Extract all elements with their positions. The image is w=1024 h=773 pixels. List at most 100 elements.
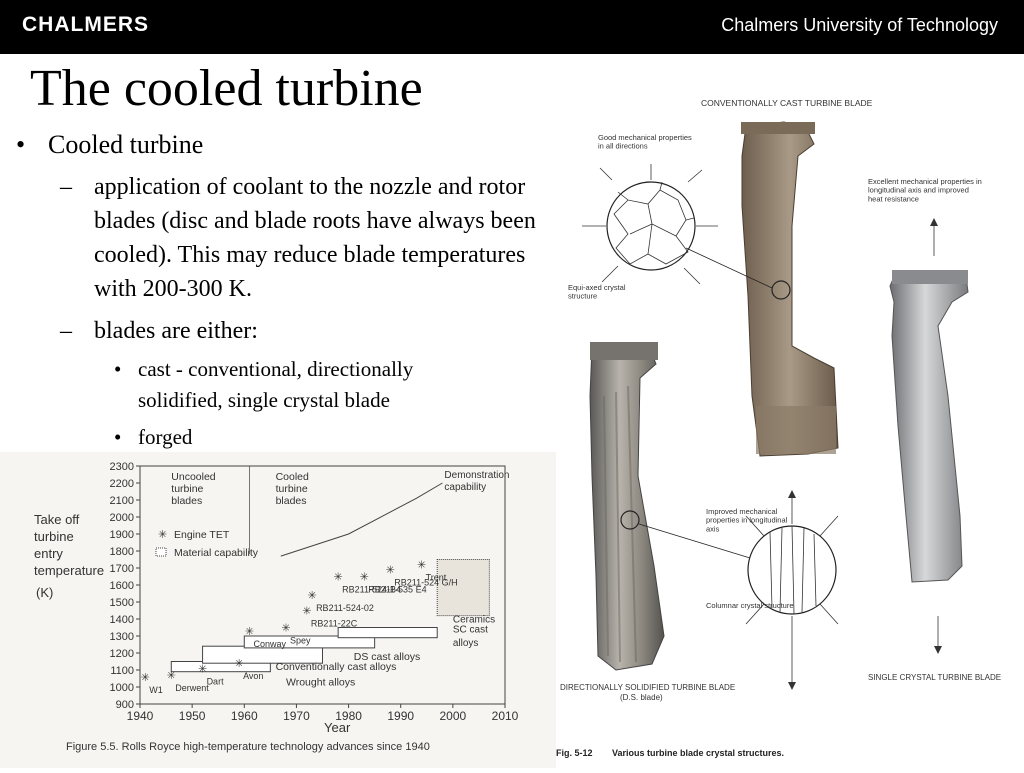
- label-ds-sub: (D.S. blade): [620, 693, 663, 702]
- blade-crystal-figure: CONVENTIONALLY CAST TURBINE BLADE Good m…: [556, 96, 1024, 768]
- legend-engine-tet: Engine TET: [174, 529, 230, 541]
- bullet-text: blades are either:: [94, 318, 258, 344]
- annotation-demonstration: capability: [444, 482, 486, 493]
- tet-point: ✳: [334, 572, 343, 584]
- bullet-marker: –: [60, 318, 72, 344]
- tet-point: ✳: [307, 590, 316, 602]
- chart-ytick-label: 1600: [110, 580, 134, 592]
- bullet-marker: •: [114, 357, 122, 381]
- blade-figure-svg: CONVENTIONALLY CAST TURBINE BLADE Good m…: [556, 98, 1001, 758]
- tet-point-label: Avon: [243, 671, 263, 681]
- chart-ytick-label: 1200: [110, 648, 134, 660]
- tet-point: ✳: [281, 623, 290, 635]
- single-crystal-blade: [889, 270, 969, 583]
- chart-xtick-label: 2000: [440, 709, 467, 723]
- header-bar: CHALMERS Chalmers University of Technolo…: [0, 0, 1024, 54]
- annotation-sc: SC cast: [453, 625, 488, 636]
- ceramics-box: [436, 559, 490, 617]
- ds-blade: [589, 342, 665, 671]
- tet-point-label: RB211-524-02: [316, 603, 374, 613]
- chart-ylabel-line5: (K): [36, 585, 53, 600]
- annotation-wrought: Wrought alloys: [286, 676, 355, 688]
- annotation-sc: alloys: [453, 638, 479, 649]
- label-conventional-blade: CONVENTIONALLY CAST TURBINE BLADE: [701, 98, 873, 108]
- chart-ytick-label: 2100: [110, 495, 134, 507]
- chart-xtick-label: 1990: [387, 709, 414, 723]
- era-label-cooled: turbine: [276, 483, 308, 495]
- chart-xtick-label: 1980: [335, 709, 362, 723]
- chart-ytick-label: 2200: [110, 478, 134, 490]
- alloy-band-ds: [243, 635, 376, 649]
- era-label-uncooled: blades: [171, 495, 202, 507]
- tet-point-label: RB211-535 E4: [368, 585, 426, 595]
- chart-ytick-label: 900: [116, 699, 134, 711]
- label-ds-blade: DIRECTIONALLY SOLIDIFIED TURBINE BLADE: [560, 683, 735, 692]
- bullet-text: cast - conventional, directionally solid…: [138, 357, 414, 412]
- tet-point: ✳: [245, 626, 254, 638]
- label-columnar: Columnar crystal structure: [706, 601, 794, 610]
- bullet-marker: •: [114, 425, 122, 449]
- chart-ytick-label: 1700: [110, 563, 134, 575]
- bullet-marker: –: [60, 174, 72, 200]
- chart-ytick-label: 1100: [110, 665, 134, 677]
- chart-ylabel-line4: temperature: [34, 563, 104, 578]
- chalmers-logo: CHALMERS: [22, 13, 149, 36]
- chart-ytick-label: 2000: [110, 512, 134, 524]
- tet-point: ✳: [141, 672, 150, 684]
- era-label-cooled: Cooled: [276, 471, 309, 483]
- tet-point-label: RB211-524-B4: [342, 585, 401, 595]
- bullet-text: forged: [138, 425, 193, 449]
- chart-xtick-label: 1960: [231, 709, 258, 723]
- chart-ytick-label: 1800: [110, 546, 134, 558]
- chart-ytick-label: 1000: [110, 682, 134, 694]
- conventional-cast-blade: [741, 121, 839, 457]
- tet-point-label: Trent: [426, 573, 447, 583]
- equiaxed-crystal-diagram: [582, 164, 773, 289]
- tet-point-label: Dart: [207, 676, 225, 686]
- chart-ytick-label: 1900: [110, 529, 134, 541]
- bullet-text: application of coolant to the nozzle and…: [94, 174, 536, 302]
- chart-ylabel-line1: Take off: [34, 512, 80, 527]
- tet-point: ✳: [386, 565, 395, 577]
- chart-ytick-label: 2300: [110, 461, 134, 473]
- chart-xtick-label: 1940: [127, 709, 154, 723]
- annotation-ds: DS cast alloys: [354, 651, 421, 663]
- tet-chart-svg: Take off turbine entry temperature (K) 9…: [34, 461, 519, 753]
- era-label-cooled: blades: [276, 495, 307, 507]
- bullet-text: Cooled turbine: [48, 130, 204, 159]
- chart-ylabel-line2: turbine: [34, 529, 74, 544]
- slide-title: The cooled turbine: [30, 60, 423, 117]
- chart-caption: Figure 5.5. Rolls Royce high-temperature…: [66, 741, 430, 753]
- tet-point-label: W1: [149, 685, 163, 695]
- figure-caption-number: Fig. 5-12: [556, 748, 593, 758]
- chart-xlabel: Year: [324, 720, 351, 735]
- tet-point: ✳: [167, 670, 176, 682]
- columnar-crystal-diagram: [638, 490, 839, 690]
- chart-ylabel-line3: entry: [34, 546, 63, 561]
- legend-material-swatch: [155, 547, 167, 557]
- chart-ytick-label: 1400: [110, 614, 134, 626]
- chart-ytick-label: 1500: [110, 597, 134, 609]
- tet-point: ✳: [417, 560, 426, 572]
- annotation-ceramics: Ceramics: [453, 614, 495, 625]
- bullet-marker: •: [16, 130, 26, 159]
- era-label-uncooled: Uncooled: [171, 471, 216, 483]
- tet-point: ✳: [302, 606, 311, 618]
- label-single-crystal-blade: SINGLE CRYSTAL TURBINE BLADE: [868, 673, 1001, 682]
- legend-material-capability: Material capability: [174, 547, 259, 559]
- tet-chart: Take off turbine entry temperature (K) 9…: [0, 452, 556, 768]
- tet-point-label: RB211-524 G/H: [394, 578, 457, 588]
- tet-point-label: Spey: [290, 636, 311, 646]
- legend-engine-marker: ✳: [158, 529, 167, 541]
- alloy-band-sc: [337, 627, 438, 639]
- tet-point: ✳: [360, 572, 369, 584]
- tet-point-label: Derwent: [175, 683, 209, 693]
- chart-ytick-label: 1300: [110, 631, 134, 643]
- tet-point: ✳: [198, 663, 207, 675]
- tet-point-label: RB211-22C: [311, 619, 358, 629]
- chart-xtick-label: 2010: [492, 709, 519, 723]
